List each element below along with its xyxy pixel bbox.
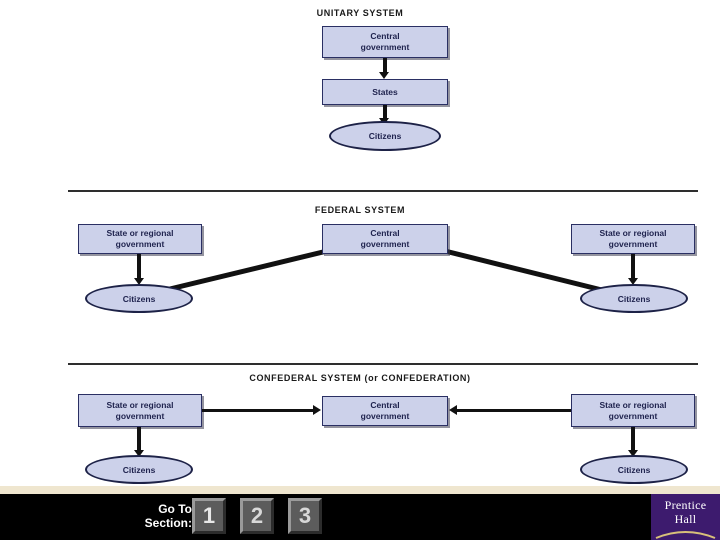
unitary-states-box: States <box>322 79 448 105</box>
confederal-system-title: CONFEDERAL SYSTEM (or CONFEDERATION) <box>249 373 471 383</box>
unitary-citizens-oval: Citizens <box>329 121 441 151</box>
confederal-central-government-box: Central government <box>322 396 448 426</box>
federal-arrowhead-citizens-left <box>134 278 144 285</box>
confederal-state-left-line2: government <box>115 410 165 421</box>
confederal-state-right-line2: government <box>608 410 658 421</box>
confederal-arrowhead-citizens-left <box>134 450 144 457</box>
divider-1 <box>68 190 698 192</box>
go-to-line1: Go To <box>158 502 192 516</box>
unitary-arrowhead-states <box>379 72 389 79</box>
federal-connector-state-right-to-citizens <box>631 254 635 282</box>
federal-state-right-line1: State or regional <box>599 228 667 239</box>
confederal-connector-state-left-to-citizens <box>137 427 141 454</box>
federal-citizens-left-label: Citizens <box>122 293 156 304</box>
unitary-central-government-box: Central government <box>322 26 448 58</box>
federal-connector-state-left-to-citizens <box>137 254 141 282</box>
unitary-states-label: States <box>372 86 398 97</box>
diagram-area: UNITARY SYSTEM Central government States… <box>68 8 698 484</box>
confederal-connector-right-to-central <box>457 409 571 412</box>
confederal-citizens-right-label: Citizens <box>617 464 651 475</box>
confederal-citizens-left-label: Citizens <box>122 464 156 475</box>
divider-2 <box>68 363 698 365</box>
prentice-hall-arc-icon <box>655 531 716 539</box>
confederal-arrowhead-citizens-right <box>628 450 638 457</box>
slide-footer-bar <box>0 494 720 540</box>
federal-state-right-line2: government <box>608 239 658 249</box>
go-to-section-button-1[interactable]: 1 <box>192 498 226 534</box>
go-to-section-button-2[interactable]: 2 <box>240 498 274 534</box>
confederal-connector-state-right-to-citizens <box>631 427 635 454</box>
confederal-central-line2: government <box>360 411 410 421</box>
confederal-central-line1: Central <box>370 400 400 411</box>
federal-central-government-box: Central government <box>322 224 448 254</box>
unitary-central-line2: government <box>360 42 410 52</box>
confederal-arrowhead-central-right <box>449 405 457 415</box>
cream-divider-strip <box>0 486 720 494</box>
confederal-state-right-line1: State or regional <box>599 399 667 410</box>
prentice-hall-logo: Prentice Hall <box>651 494 720 540</box>
federal-citizens-right-oval: Citizens <box>580 284 688 313</box>
prentice-hall-line2: Hall <box>674 512 697 526</box>
unitary-citizens-label: Citizens <box>368 131 402 141</box>
confederal-state-left-line1: State or regional <box>106 399 174 410</box>
federal-state-left-line1: State or regional <box>106 228 174 239</box>
prentice-hall-line1: Prentice <box>664 498 707 512</box>
confederal-state-left-box: State or regional government <box>78 394 202 427</box>
go-to-line2: Section: <box>144 516 192 530</box>
federal-state-left-box: State or regional government <box>78 224 202 254</box>
federal-state-right-box: State or regional government <box>571 224 695 254</box>
unitary-system-title: UNITARY SYSTEM <box>316 8 404 18</box>
federal-state-left-line2: government <box>115 239 165 249</box>
federal-system-title: FEDERAL SYSTEM <box>314 205 406 215</box>
confederal-arrowhead-central-left <box>313 405 321 415</box>
unitary-connector-states-to-citizens <box>383 105 387 122</box>
confederal-state-right-box: State or regional government <box>571 394 695 427</box>
federal-citizens-right-label: Citizens <box>617 293 651 304</box>
federal-citizens-left-oval: Citizens <box>85 284 193 313</box>
confederal-connector-left-to-central <box>202 409 314 412</box>
federal-arrowhead-citizens-right <box>628 278 638 285</box>
go-to-section-button-3[interactable]: 3 <box>288 498 322 534</box>
federal-central-line1: Central <box>370 228 400 239</box>
federal-central-line2: government <box>360 239 410 249</box>
go-to-section-label: Go To Section: <box>132 502 192 530</box>
unitary-central-line1: Central <box>370 31 400 42</box>
unitary-connector-central-to-states <box>383 58 387 75</box>
confederal-citizens-left-oval: Citizens <box>85 455 193 484</box>
confederal-citizens-right-oval: Citizens <box>580 455 688 484</box>
